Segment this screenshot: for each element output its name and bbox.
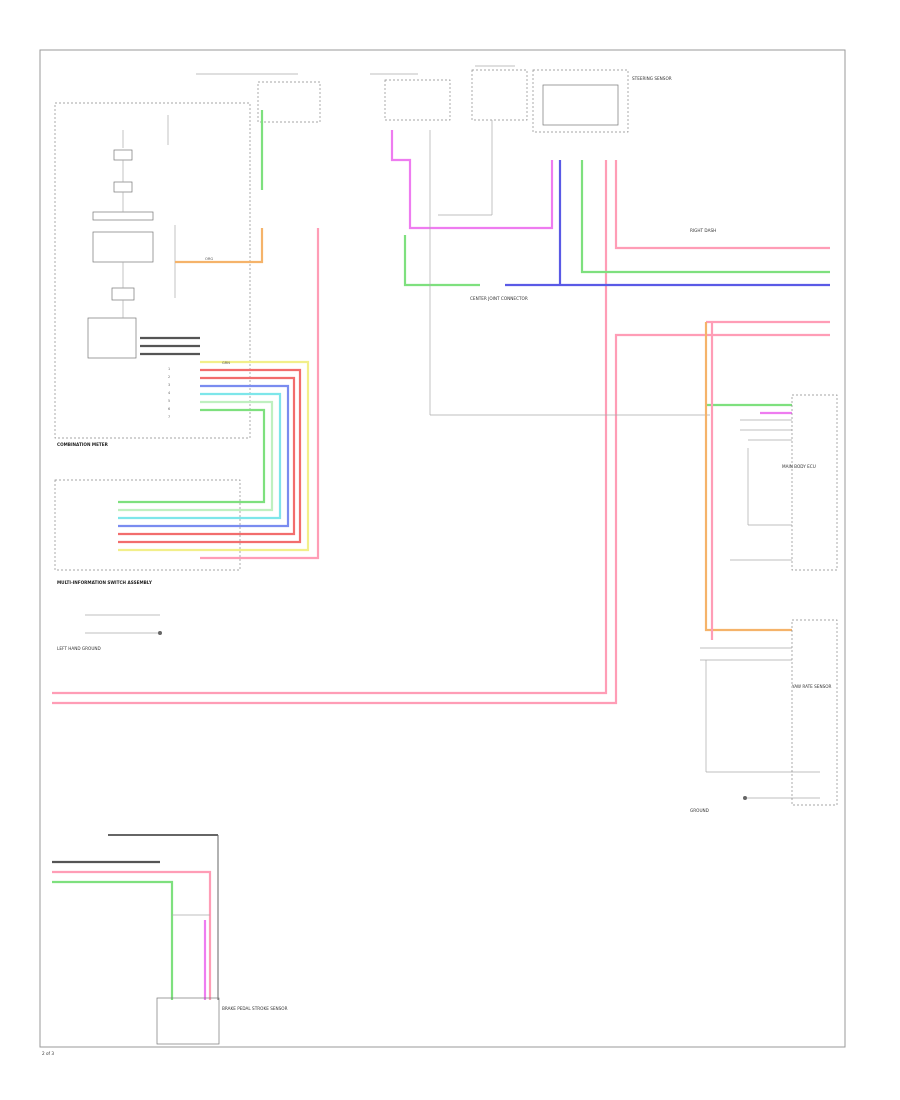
body-ecu-box [791,394,838,571]
body-ecu-label: MAIN BODY ECU [782,464,816,469]
meter-to-switch-wires [118,110,320,560]
steering-sensor-inner [542,84,619,126]
svg-text:4: 4 [168,391,170,395]
center-joint-label: CENTER JOINT CONNECTOR [470,296,528,301]
svg-text:7: 7 [168,415,170,419]
wire-green-center [403,235,480,287]
right-dash-label: RIGHT DASH [690,228,716,233]
multi-info-switch-box [54,479,241,571]
long-pink-wires [52,160,830,705]
relay-box-top [384,79,451,121]
ground-right-label: GROUND [690,808,709,813]
wire-blue [118,384,290,528]
yaw-sensor-box [791,619,838,806]
wire-label-grn: GRN [222,361,230,365]
steering-sensor-box [532,69,629,133]
wire-green [118,408,266,504]
diagram-border [39,49,846,1048]
wire-green-bottom [52,880,174,1000]
wire-pink-right [614,160,830,250]
wire-orange [175,228,264,264]
svg-text:3: 3 [168,383,170,387]
wire-pink-bottom [52,870,212,1000]
svg-text:6: 6 [168,407,170,411]
svg-text:5: 5 [168,399,170,403]
combination-meter-label: COMBINATION METER [57,442,109,447]
svg-text:1: 1 [168,367,170,371]
center-wires [390,120,830,416]
meter-internal-components [87,115,176,359]
wire-red-1 [118,368,302,544]
wire-cyan-2 [118,400,274,512]
top-header-labels [196,65,515,75]
page-number: 2 of 3 [42,1051,54,1056]
meter-connector: 1 2 3 4 5 6 7 [168,367,170,419]
wire-pink-main [200,228,320,560]
steering-sensor-label: STEERING SENSOR [632,76,672,81]
yaw-rate-sensor-label: YAW RATE SENSOR [791,684,832,689]
brake-sensor-box [156,997,220,1045]
brake-sensor-wires [52,834,219,1000]
fuse-box-top [257,81,321,123]
ground-left: LEFT HAND GROUND [57,614,162,651]
svg-text:2: 2 [168,375,170,379]
wire-yellow [118,360,310,552]
wire-cyan [118,392,282,520]
wire-orange-ecu [704,322,792,632]
junction-box-top [471,69,528,121]
wire-label-org: ORG [205,257,213,261]
combination-meter-box [54,102,251,439]
multi-info-switch-label: MULTI-INFORMATION SWITCH ASSEMBLY [57,580,153,585]
brake-sensor-label: BRAKE PEDAL STROKE SENSOR [222,1006,288,1011]
wire-red-2 [118,376,296,536]
body-ecu-wires [700,322,820,800]
wire-magenta-1 [390,130,554,230]
wire-green-right [580,160,830,274]
svg-text:LEFT HAND GROUND: LEFT HAND GROUND [57,646,101,651]
